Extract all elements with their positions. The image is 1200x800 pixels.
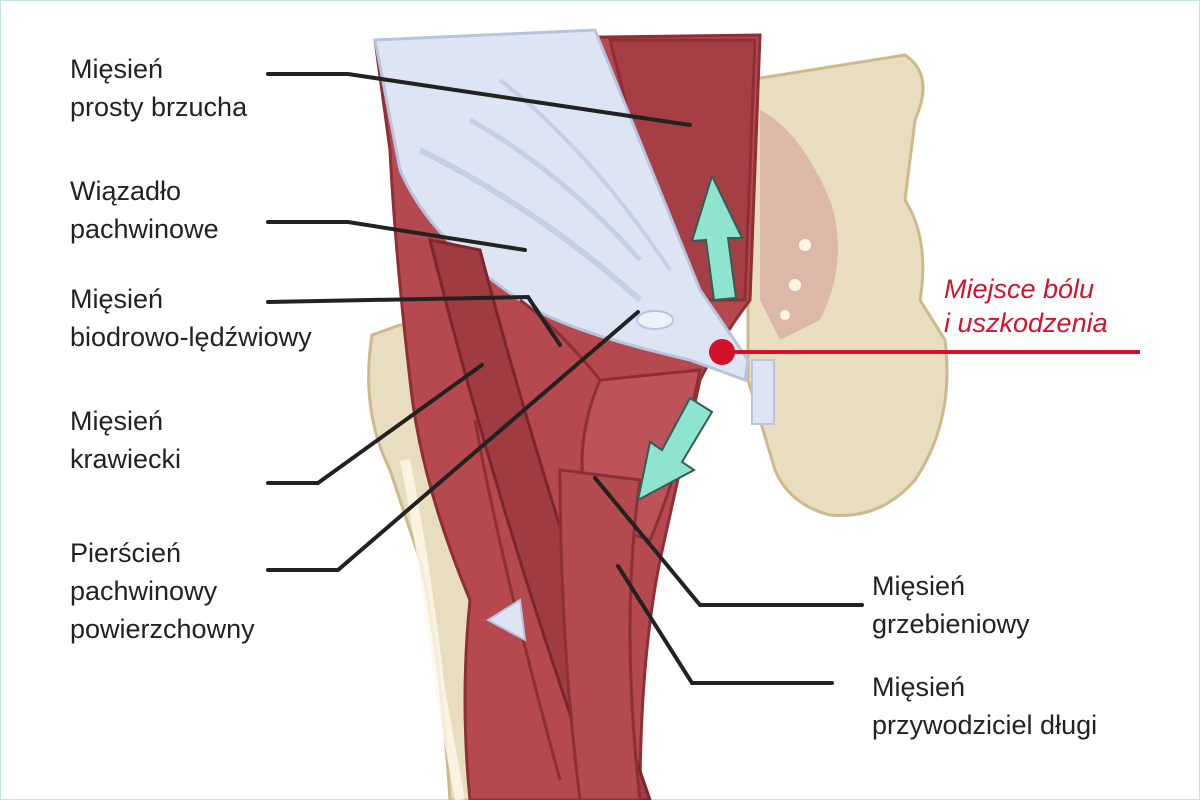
leader-iliopsoas — [266, 294, 562, 347]
leader-inguinal-ring — [266, 310, 640, 572]
inguinal-ligament — [373, 28, 750, 383]
arrow-down-icon — [636, 396, 714, 502]
pubic-symphysis — [751, 359, 775, 425]
adductor-longus-muscle — [558, 468, 642, 800]
inguinal-ring-opening — [636, 310, 674, 330]
pain-site-dot — [709, 339, 735, 365]
leader-rectus — [266, 72, 692, 127]
leader-pectineus — [593, 476, 864, 607]
leader-sartorius — [266, 363, 484, 485]
arrow-up-icon — [690, 173, 744, 302]
leader-inguinal-ligament — [266, 220, 527, 252]
pelvic-bone-shadow — [760, 110, 838, 340]
leader-adductor-longus — [616, 564, 834, 685]
